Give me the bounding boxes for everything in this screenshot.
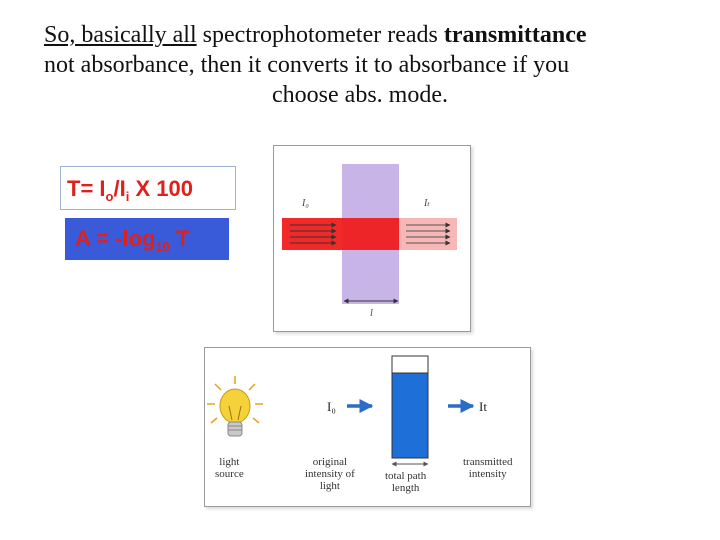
io-label: I₀	[327, 399, 336, 414]
caption-light-source-line-1: light	[219, 456, 240, 468]
beam-sample-diagram: I₀ Iₜ l	[273, 145, 471, 332]
caption-transmitted-intensity: transmitted intensity	[463, 456, 513, 480]
transmittance-formula: T= Io/Ii X 100	[60, 166, 236, 210]
beam-sample-svg: I₀ Iₜ l	[282, 164, 457, 319]
absorbance-formula: A = -log10 T	[65, 218, 229, 260]
heading-underlined: So, basically all	[44, 22, 197, 48]
caption-transmitted-line-2: intensity	[468, 468, 507, 480]
heading-text: So, basically all spectrophotometer read…	[30, 20, 690, 110]
formula-t-sub-i: i	[125, 189, 130, 204]
caption-original-line-1: original	[312, 456, 348, 468]
caption-original-line-2: intensity of	[305, 468, 355, 480]
cuvette-empty-top	[391, 355, 429, 374]
transmitted-ray-arrows	[406, 222, 451, 246]
formula-a-prefix: A = -log	[75, 226, 156, 251]
heading-line1-rest: spectrophotometer reads	[196, 22, 444, 48]
incident-label: I₀	[301, 198, 309, 209]
transmitted-label: Iₜ	[423, 198, 430, 209]
cuvette-solution	[391, 372, 429, 459]
formula-t-prefix: T= I	[67, 176, 106, 201]
formula-t-sub-o: o	[105, 189, 114, 204]
path-length-label: l	[370, 308, 373, 319]
it-label: It	[479, 399, 487, 414]
caption-total-path: total path length	[385, 470, 426, 494]
caption-original-intensity: original intensity of light	[305, 456, 355, 492]
caption-transmitted-line-1: transmitted	[463, 456, 513, 468]
incident-beam	[282, 218, 399, 250]
caption-light-source-line-2: source	[215, 468, 244, 480]
formula-t-suffix: X 100	[129, 176, 193, 201]
caption-original-line-3: light	[319, 480, 340, 492]
caption-path-line-2: length	[391, 482, 420, 494]
heading-line-1: So, basically all spectrophotometer read…	[30, 20, 690, 50]
formula-a-sub: 10	[155, 239, 170, 254]
cuvette-svg: I₀ It	[207, 355, 487, 467]
caption-path-line-1: total path	[385, 470, 427, 482]
incident-ray-arrows	[290, 222, 337, 246]
heading-line-2: not absorbance, then it converts it to a…	[44, 52, 570, 78]
cuvette-diagram: I₀ It light source original intensity of…	[204, 347, 531, 507]
transmitted-beam	[399, 218, 457, 250]
heading-bold-word: transmittance	[443, 22, 587, 48]
caption-light-source: light source	[215, 456, 244, 480]
heading-line-3: choose abs. mode.	[272, 82, 448, 108]
formula-t-slash: /I	[113, 176, 126, 201]
light-bulb-icon	[207, 376, 263, 437]
formula-a-suffix: T	[169, 226, 190, 251]
